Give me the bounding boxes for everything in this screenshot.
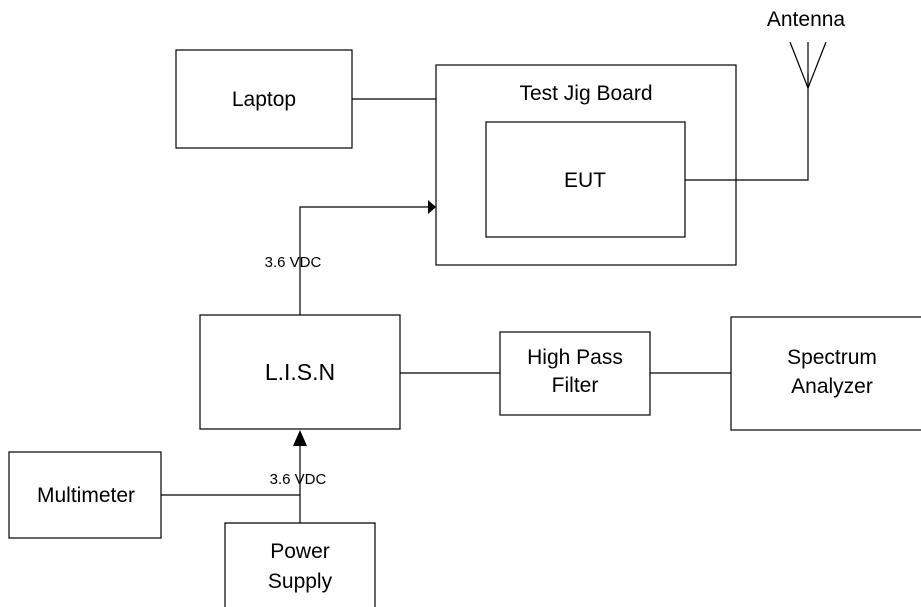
lisn-to-jig-wire	[299, 206, 428, 315]
multimeter-label: Multimeter	[37, 484, 135, 507]
high-pass-filter-label-line1: High Pass	[527, 346, 623, 369]
voltage-label-upper: 3.6 VDC	[265, 254, 322, 271]
multimeter-block: Multimeter	[8, 451, 162, 539]
antenna-label: Antenna	[767, 8, 846, 31]
laptop-block: Laptop	[175, 49, 353, 149]
spectrum-analyzer-label-line1: Spectrum	[787, 346, 877, 369]
voltage-label-lower: 3.6 VDC	[270, 471, 327, 488]
spectrum-analyzer-label-line2: Analyzer	[791, 375, 873, 398]
power-supply-block: Power Supply	[224, 522, 376, 607]
arrow-right-icon	[428, 200, 436, 214]
high-pass-filter-label-line2: Filter	[552, 374, 599, 397]
high-pass-filter-block: High Pass Filter	[499, 331, 651, 416]
power-supply-label-line1: Power	[270, 540, 330, 563]
eut-block: EUT	[485, 121, 686, 238]
spectrum-analyzer-block: Spectrum Analyzer	[730, 316, 921, 431]
power-supply-label-line2: Supply	[268, 570, 333, 593]
arrow-up-icon	[293, 430, 307, 446]
antenna-icon	[789, 41, 827, 89]
eut-to-antenna-wire	[685, 73, 809, 181]
test-jig-board-label: Test Jig Board	[519, 82, 652, 105]
eut-label: EUT	[564, 169, 606, 192]
lisn-block: L.I.S.N	[199, 314, 401, 430]
lisn-label: L.I.S.N	[265, 359, 335, 385]
laptop-label: Laptop	[232, 88, 296, 111]
